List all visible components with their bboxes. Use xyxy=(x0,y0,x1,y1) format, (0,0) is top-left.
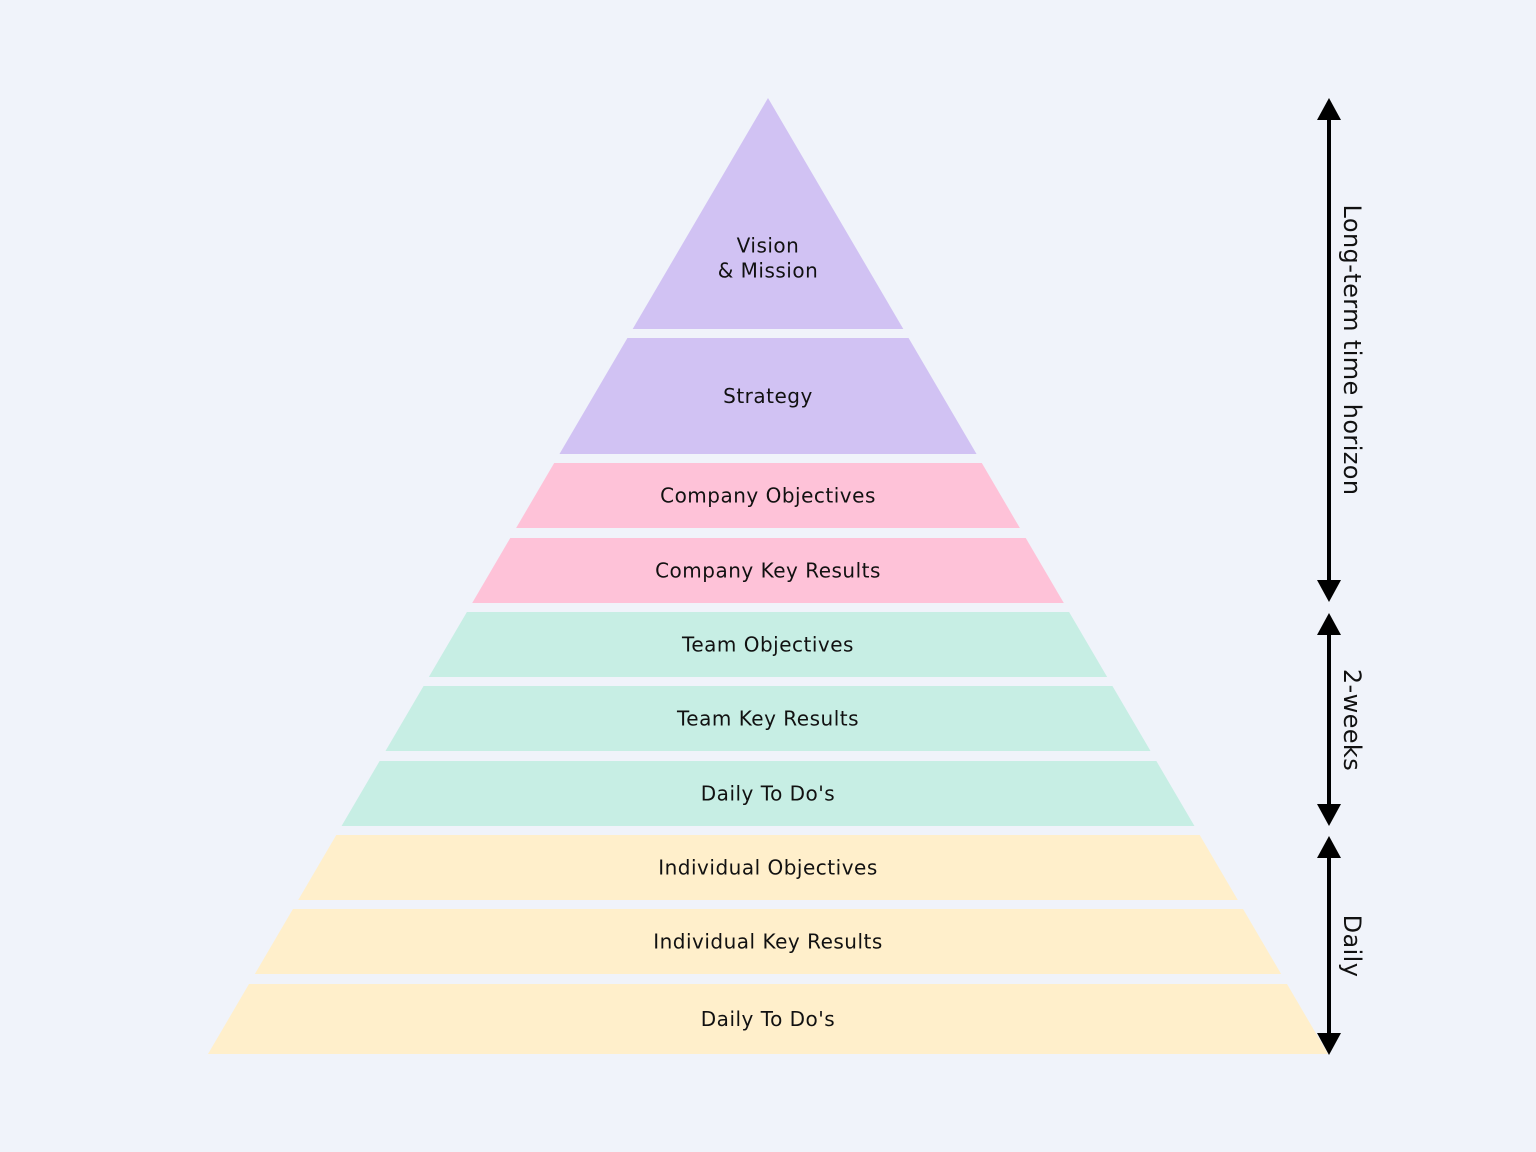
tier-shape xyxy=(472,538,1064,603)
arrow-down-icon xyxy=(1317,804,1341,826)
tier-shape xyxy=(254,909,1282,974)
arrow-down-icon xyxy=(1317,580,1341,602)
arrow-up-icon xyxy=(1317,836,1341,858)
tier-company-key-results: Company Key Results xyxy=(472,538,1064,603)
tier-individual-objectives: Individual Objectives xyxy=(298,835,1238,900)
tier-shape xyxy=(632,98,904,329)
tier-shape xyxy=(385,686,1151,751)
tier-team-key-results: Team Key Results xyxy=(385,686,1151,751)
tier-label: Vision xyxy=(737,234,800,258)
arrow-up-icon xyxy=(1317,98,1341,120)
tier-label: Strategy xyxy=(723,384,813,408)
tier-individual-key-results: Individual Key Results xyxy=(254,909,1282,974)
tier-label: Individual Key Results xyxy=(653,930,883,954)
tier-label: Company Objectives xyxy=(660,484,876,508)
horizon-two-weeks: 2-weeks xyxy=(1317,613,1366,826)
tier-team-daily-todos: Daily To Do's xyxy=(341,761,1195,826)
tier-individual-daily-todos: Daily To Do's xyxy=(208,984,1328,1054)
tier-company-objectives: Company Objectives xyxy=(516,463,1020,528)
horizon-daily: Daily xyxy=(1317,836,1366,1055)
tier-label: Daily To Do's xyxy=(701,1007,835,1031)
tier-shape xyxy=(516,463,1020,528)
tier-label: Team Key Results xyxy=(676,707,859,731)
tier-shape xyxy=(559,338,977,454)
tier-shape xyxy=(298,835,1238,900)
tier-label: & Mission xyxy=(718,259,819,283)
tier-shape xyxy=(341,761,1195,826)
tier-strategy: Strategy xyxy=(559,338,977,454)
tier-shape xyxy=(428,612,1108,677)
tier-team-objectives: Team Objectives xyxy=(428,612,1108,677)
tier-label: Daily To Do's xyxy=(701,782,835,806)
horizon-label: Daily xyxy=(1338,915,1366,978)
horizon-long-term: Long-term time horizon xyxy=(1317,98,1366,602)
arrow-up-icon xyxy=(1317,613,1341,635)
horizon-label: 2-weeks xyxy=(1338,669,1366,771)
tier-vision-mission: Vision& Mission xyxy=(632,98,904,329)
tier-label: Team Objectives xyxy=(681,633,854,657)
tier-label: Individual Objectives xyxy=(658,856,878,880)
horizon-label: Long-term time horizon xyxy=(1338,205,1366,496)
tier-label: Company Key Results xyxy=(655,559,881,583)
arrow-down-icon xyxy=(1317,1033,1341,1055)
tier-shape xyxy=(208,984,1328,1054)
